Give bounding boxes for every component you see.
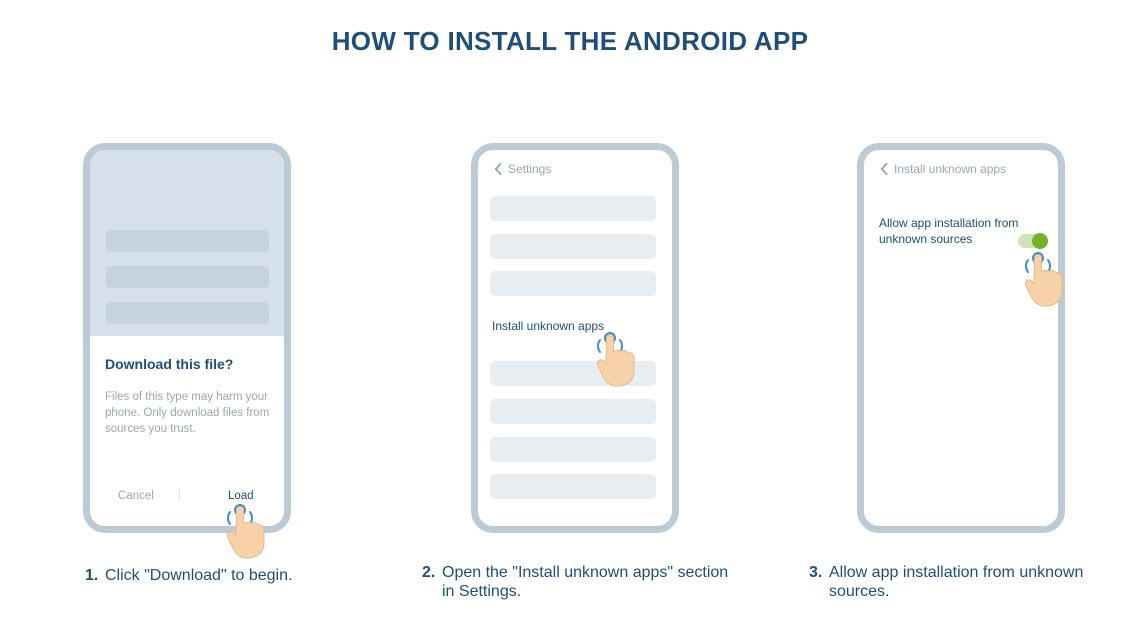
- load-button[interactable]: Load: [228, 490, 254, 502]
- page-title: HOW TO INSTALL THE ANDROID APP: [331, 26, 809, 56]
- tap-hand-icon: [226, 504, 265, 559]
- tap-hand-icon: [1024, 252, 1063, 307]
- button-divider: [179, 488, 180, 502]
- chevron-left-icon: [880, 163, 888, 175]
- step-text: Click "Download" to begin.: [105, 567, 293, 584]
- phone-download-dialog: Download this file? Files of this type m…: [83, 143, 291, 533]
- settings-back-nav[interactable]: Settings: [494, 162, 551, 176]
- step-text: Open the "Install unknown apps" section …: [442, 564, 729, 600]
- settings-item-placeholder[interactable]: [490, 437, 656, 462]
- chevron-left-icon: [494, 163, 502, 175]
- allow-installation-label: Allow app installation from unknown sour…: [879, 216, 1019, 246]
- download-dialog: Download this file? Files of this type m…: [90, 336, 284, 526]
- settings-item-placeholder[interactable]: [490, 196, 656, 221]
- dialog-message: Files of this type may harm your phone. …: [105, 391, 270, 435]
- allow-installation-toggle[interactable]: [1018, 233, 1048, 249]
- settings-item-install-unknown-apps[interactable]: Install unknown apps: [492, 319, 605, 333]
- back-label: Settings: [508, 162, 552, 176]
- phone-settings: Settings Install unknown apps: [471, 143, 679, 533]
- background-screen: [90, 150, 284, 336]
- step-number: 3.: [809, 564, 823, 581]
- settings-item-placeholder[interactable]: [490, 399, 656, 424]
- settings-item-placeholder[interactable]: [490, 271, 656, 296]
- placeholder-bar: [106, 266, 269, 288]
- dialog-title: Download this file?: [105, 356, 234, 372]
- phone-install-unknown-apps: Install unknown apps Allow app installat…: [857, 143, 1065, 533]
- step-number: 2.: [422, 564, 436, 581]
- cancel-button[interactable]: Cancel: [118, 490, 154, 502]
- settings-item-placeholder[interactable]: [490, 474, 656, 499]
- placeholder-bar: [106, 230, 269, 252]
- toggle-knob: [1032, 233, 1048, 249]
- placeholder-bar: [106, 302, 269, 324]
- step-text: Allow app installation from unknown sour…: [829, 564, 1084, 600]
- settings-item-placeholder[interactable]: [490, 234, 656, 259]
- install-unknown-back-nav[interactable]: Install unknown apps: [880, 162, 1006, 176]
- step-number: 1.: [85, 567, 99, 584]
- tap-hand-icon: [596, 332, 635, 387]
- back-label: Install unknown apps: [894, 162, 1007, 176]
